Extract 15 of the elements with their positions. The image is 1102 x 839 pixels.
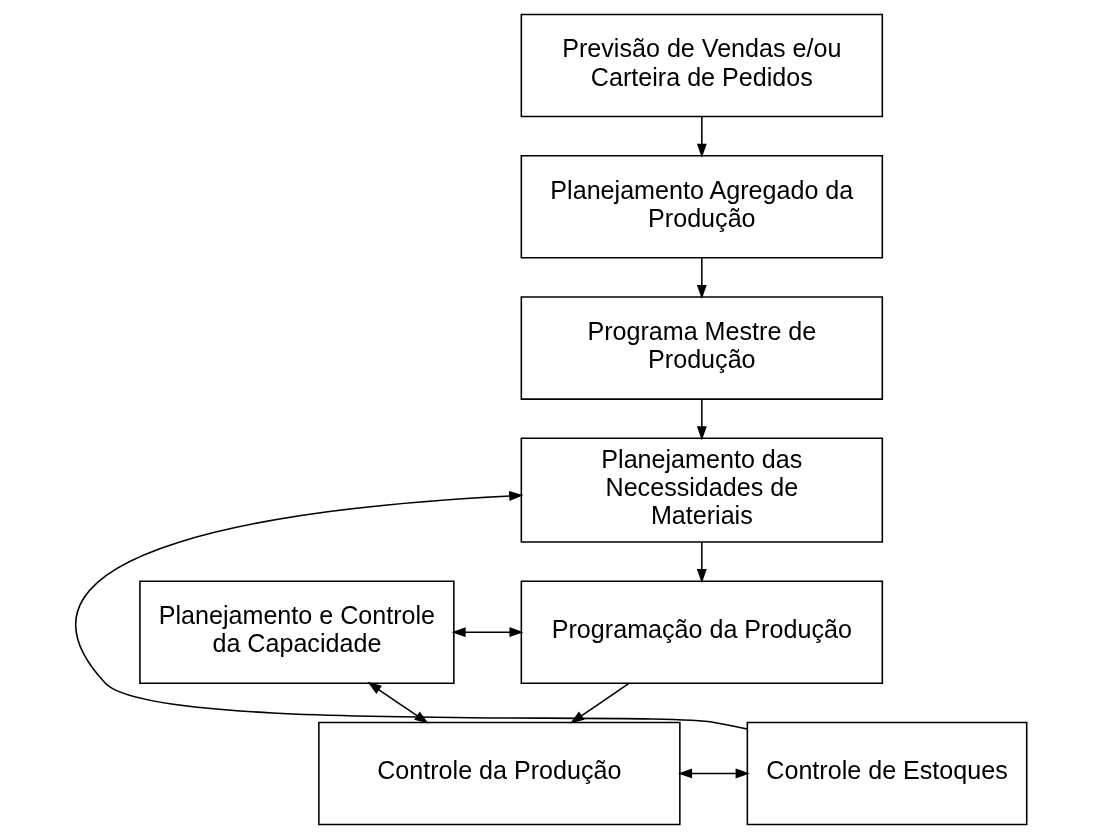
arrow <box>696 116 707 158</box>
node-box: Planejamento Agregado da Produção <box>520 155 884 259</box>
arrow <box>696 541 707 584</box>
node-box: Previsão de Vendas e/ou Carteira de Pedidos <box>520 13 884 118</box>
node-box: Controle da Produção <box>318 721 681 826</box>
node-box: Controle de Estoques <box>746 721 1028 826</box>
node-box: Programação da Produção <box>520 580 884 684</box>
arrow <box>696 399 707 441</box>
node-box: Planejamento e Controle da Capacidade <box>139 580 455 684</box>
node-box: Programa Mestre de Produção <box>520 296 884 400</box>
arrow <box>677 768 750 779</box>
arrow <box>74 491 748 730</box>
arrow <box>451 627 524 638</box>
arrow <box>696 257 707 300</box>
node-box: Planejamento das Necessidades de Materiais <box>520 437 884 543</box>
